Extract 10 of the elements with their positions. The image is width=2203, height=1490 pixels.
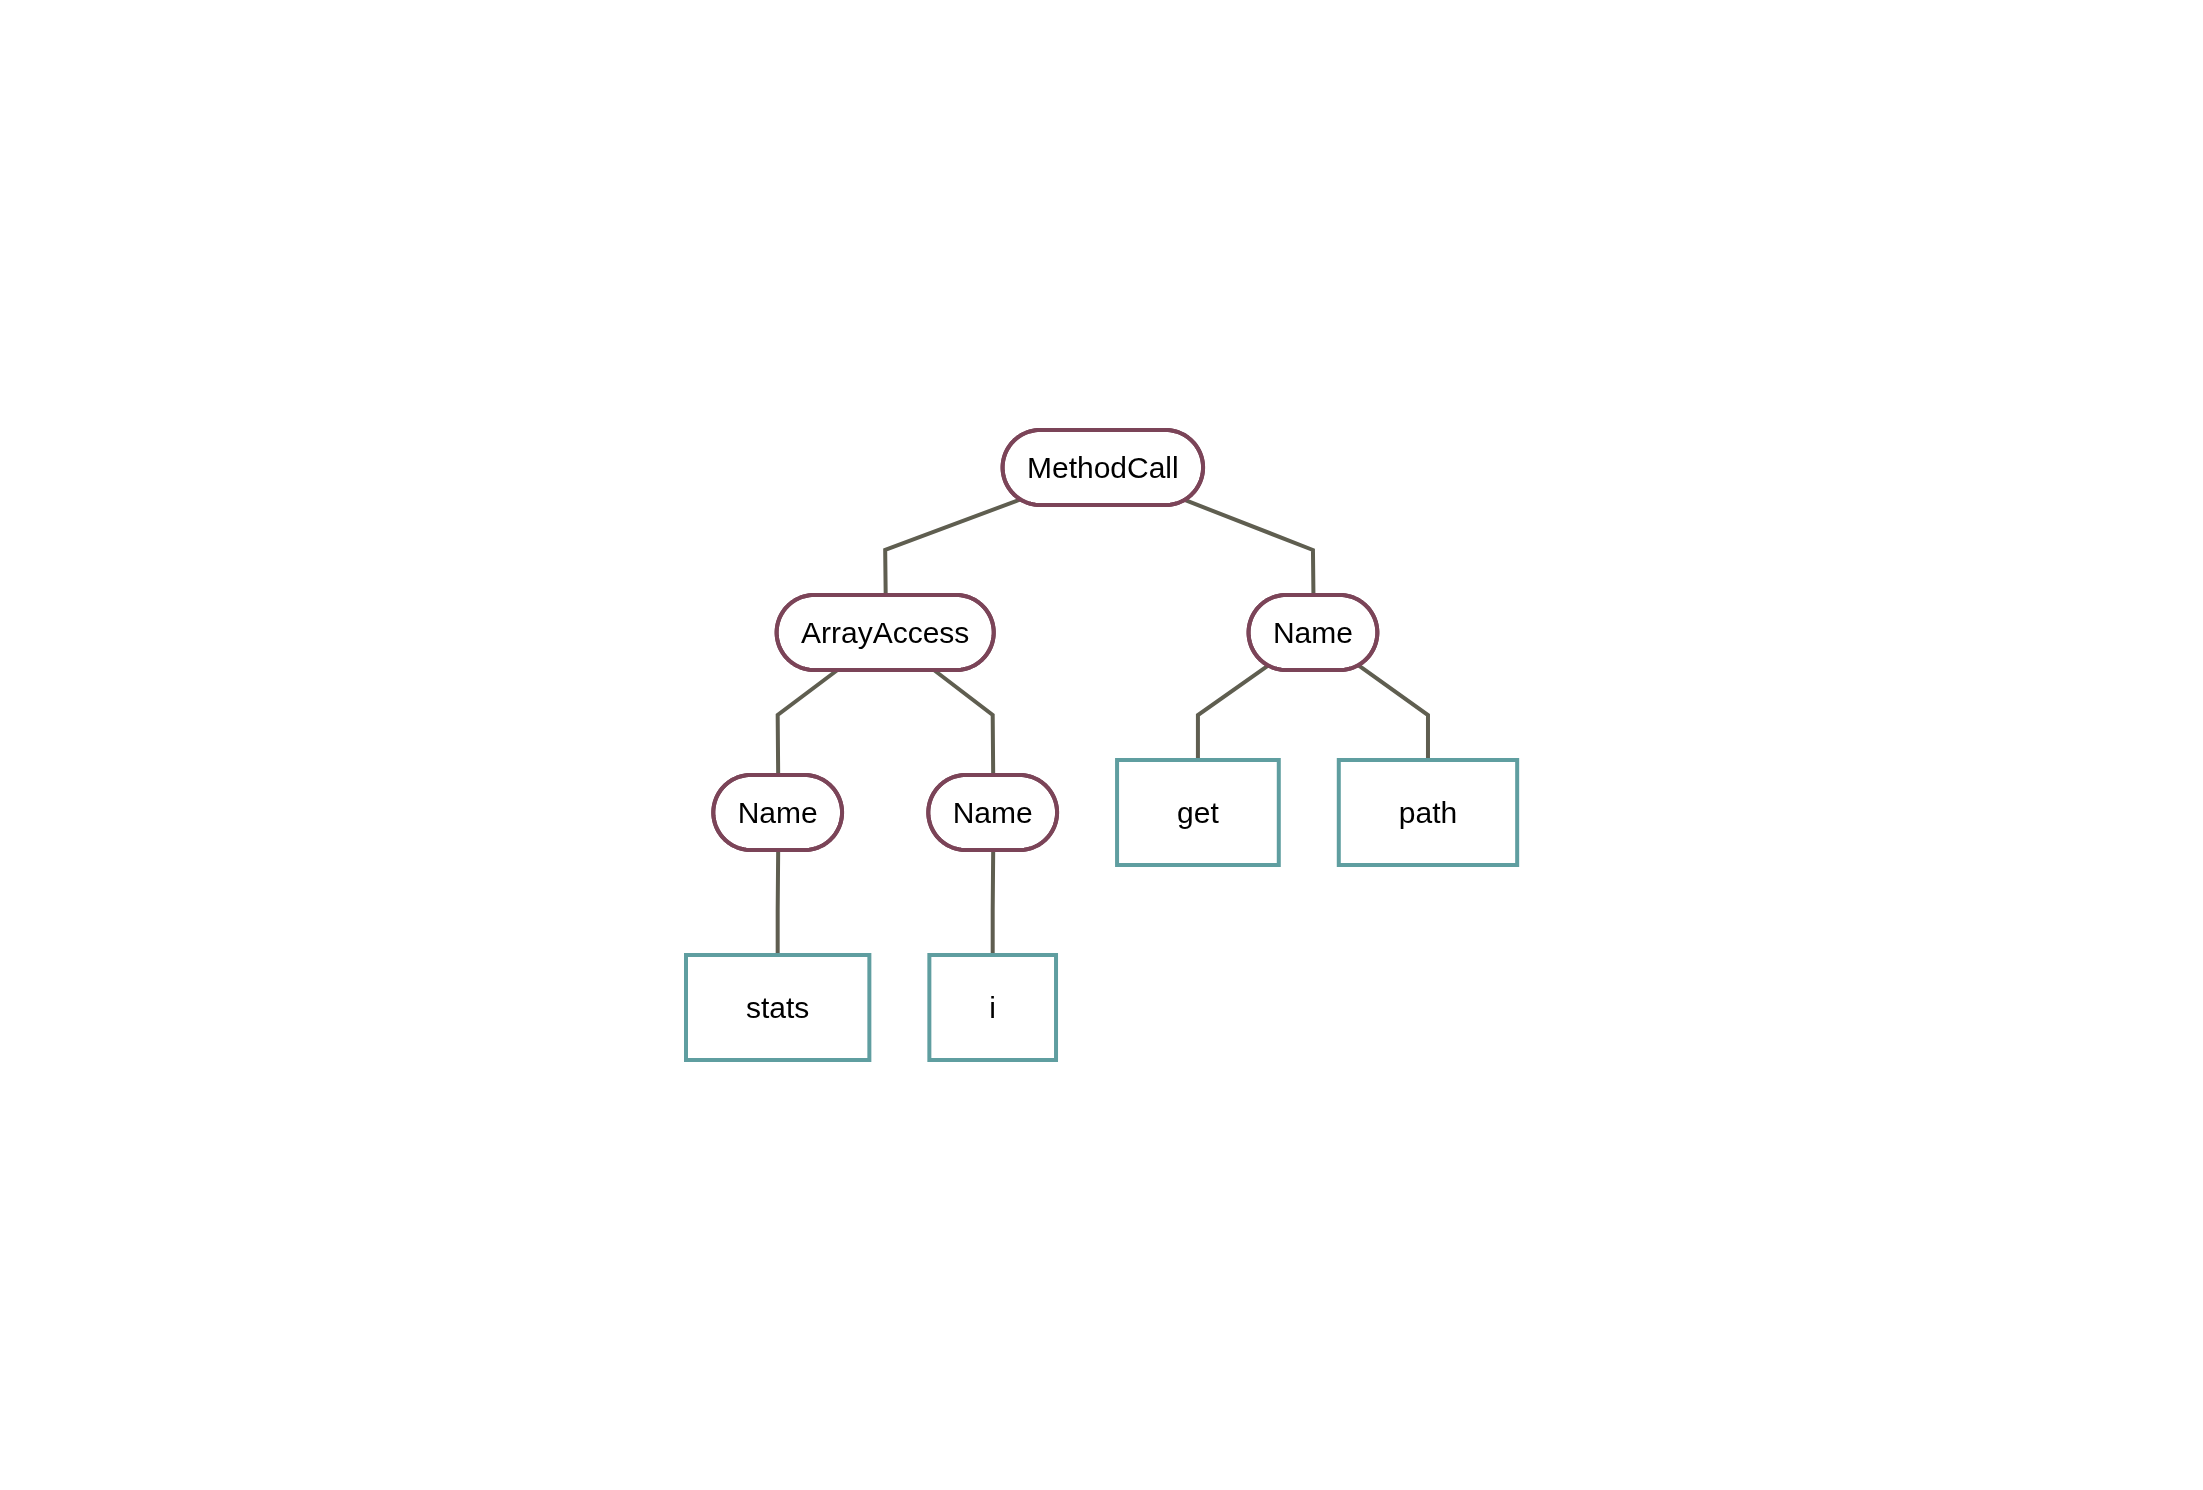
node-box: i <box>927 953 1058 1062</box>
connector <box>1184 498 1316 596</box>
connector <box>1195 663 1270 760</box>
node-box: stats <box>683 953 872 1062</box>
node-box: get <box>1114 758 1281 867</box>
connector <box>775 850 781 955</box>
node-box: path <box>1336 758 1520 867</box>
connector <box>990 850 996 955</box>
connector <box>883 497 1021 596</box>
connector <box>1357 663 1430 760</box>
